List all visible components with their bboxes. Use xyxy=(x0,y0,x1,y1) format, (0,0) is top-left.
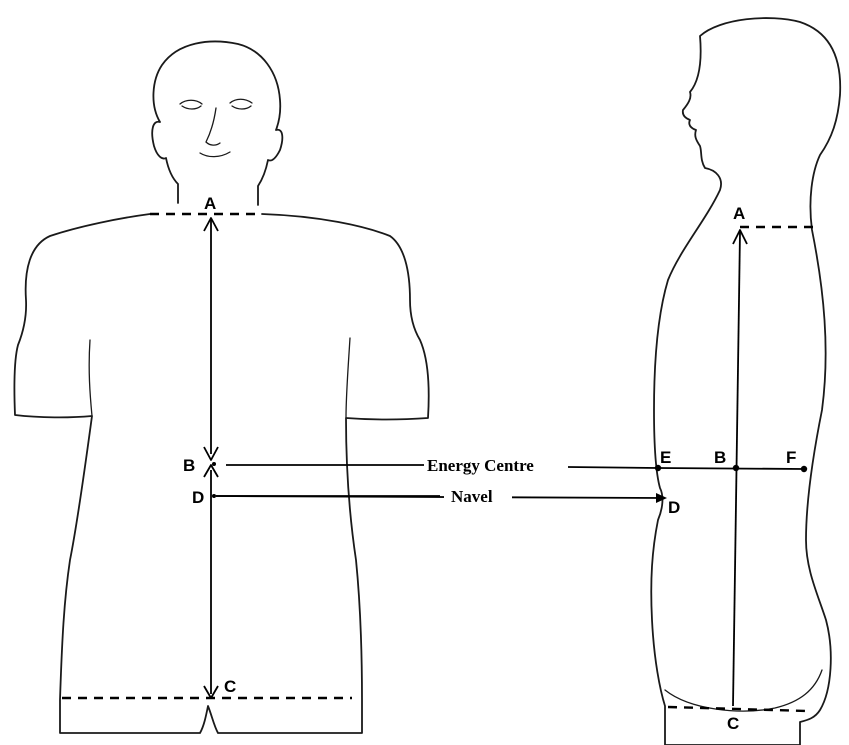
side-hip-curve xyxy=(665,670,822,711)
side-label-a: A xyxy=(733,204,745,223)
front-label-a: A xyxy=(204,194,216,213)
front-figure xyxy=(14,42,428,733)
front-label-b: B xyxy=(183,456,195,475)
energy-centre-label: Energy Centre xyxy=(427,456,534,475)
energy-centre-line-right xyxy=(568,467,658,468)
side-label-b: B xyxy=(714,448,726,467)
navel-label: Navel xyxy=(451,487,493,506)
front-label-c: C xyxy=(224,677,236,696)
side-point-f-dot xyxy=(801,466,807,472)
front-right-eye xyxy=(230,99,252,109)
front-nose xyxy=(206,108,220,145)
side-measurements xyxy=(655,227,820,711)
front-head-outline xyxy=(152,42,282,205)
front-point-b-dot xyxy=(212,462,216,466)
front-right-arm-line xyxy=(346,338,350,418)
side-figure xyxy=(651,18,840,745)
front-torso-outline xyxy=(14,214,428,733)
front-left-arm-line xyxy=(89,340,92,416)
front-label-d: D xyxy=(192,488,204,507)
side-label-f: F xyxy=(786,448,796,467)
side-point-b-dot xyxy=(733,465,739,471)
front-left-eye xyxy=(180,100,202,109)
front-measurements xyxy=(62,214,352,698)
side-label-d: D xyxy=(668,498,680,517)
side-line-ef xyxy=(658,468,804,469)
side-body-outline xyxy=(651,18,840,745)
front-point-d-dot xyxy=(212,494,216,498)
side-label-c: C xyxy=(727,714,739,733)
front-mouth xyxy=(200,152,230,157)
side-label-e: E xyxy=(660,448,671,467)
